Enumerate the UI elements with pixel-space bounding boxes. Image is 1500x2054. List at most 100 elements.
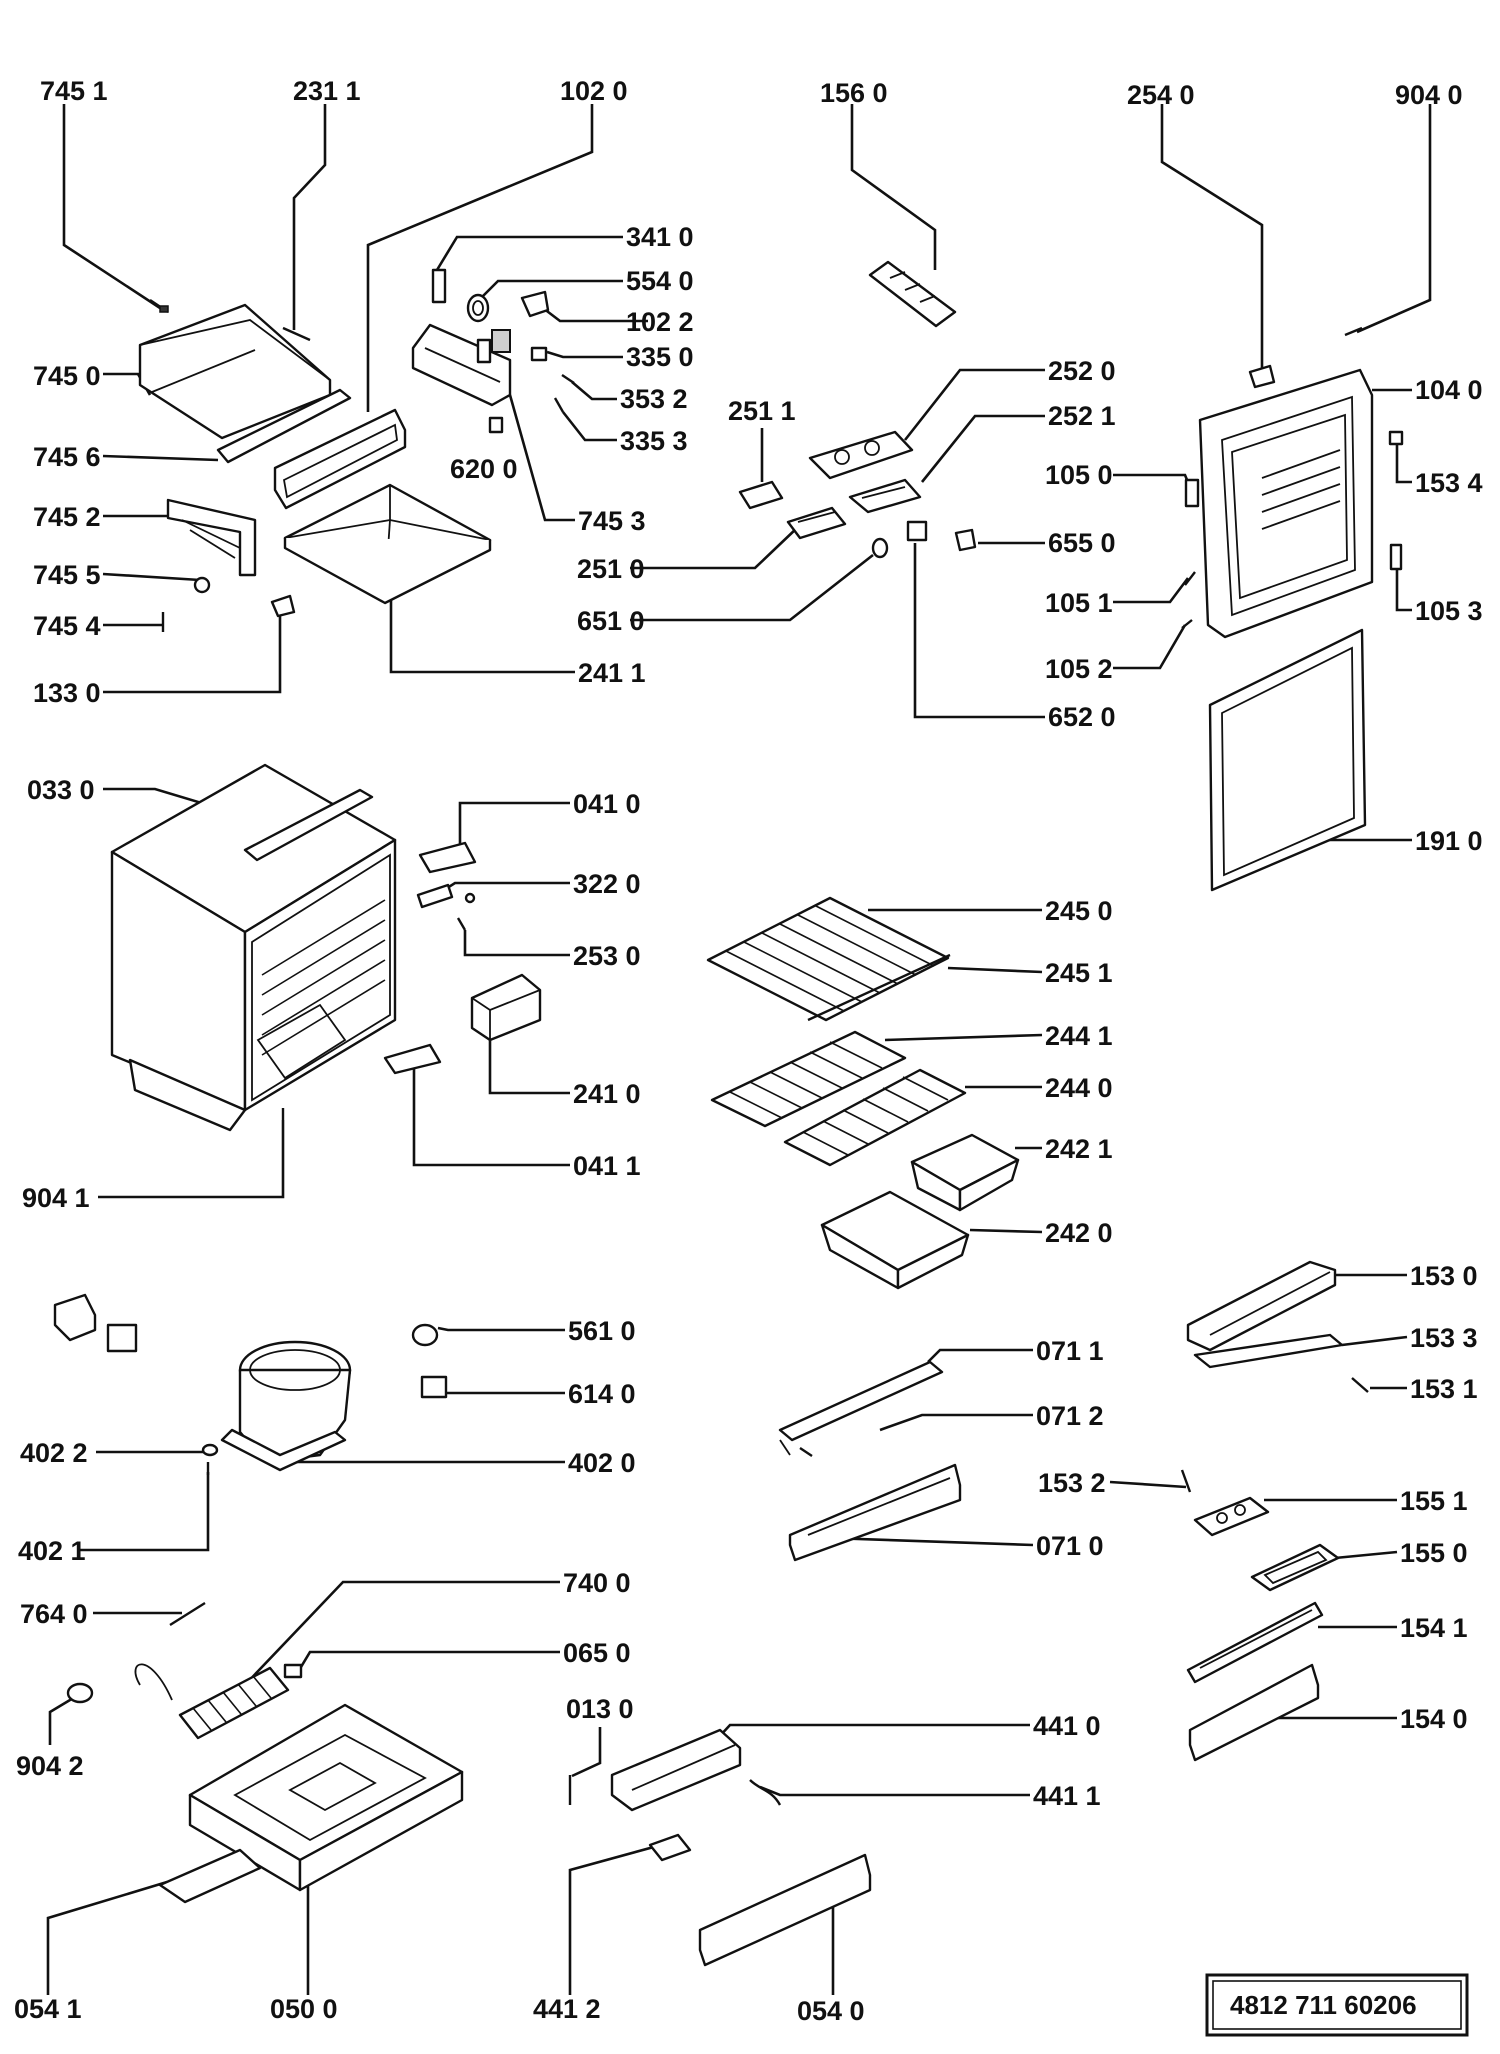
document-number-box: 4812 711 60206 — [1205, 1973, 1469, 2037]
parts — [53, 260, 1404, 1967]
callout-322-0: 322 0 — [573, 869, 641, 899]
callout-105-1: 105 1 — [1045, 588, 1113, 618]
leader-133-0 — [103, 612, 282, 694]
callout-245-0: 245 0 — [1045, 896, 1113, 926]
callout-241-1: 241 1 — [578, 658, 646, 688]
part-244-0-shelf — [783, 1068, 967, 1167]
leader-071-2 — [879, 1413, 1033, 1432]
callout-254-0: 254 0 — [1127, 80, 1195, 110]
callout-740-0: 740 0 — [563, 1568, 631, 1598]
leader-745-5 — [102, 572, 201, 582]
part-402-0-compressor — [220, 1340, 352, 1472]
part-335-3-piece — [553, 397, 565, 413]
part-745-2-bracket — [166, 498, 257, 577]
leader-153-2 — [1109, 1480, 1187, 1489]
callout-441-1: 441 1 — [1033, 1781, 1101, 1811]
callout-102-0: 102 0 — [560, 76, 628, 106]
callout-745-4: 745 4 — [33, 611, 101, 641]
part-245-0-shelf — [706, 896, 950, 1022]
callout-904-0: 904 0 — [1395, 80, 1463, 110]
leader-041-0 — [458, 801, 570, 848]
leader-402-1 — [80, 1472, 210, 1552]
callout-335-3: 335 3 — [620, 426, 688, 456]
part-554-0-coil — [466, 293, 490, 323]
part-652-0-socket — [906, 520, 928, 542]
callout-065-0: 065 0 — [563, 1638, 631, 1668]
callout-054-1: 054 1 — [14, 1994, 82, 2024]
part-335-0-piece — [530, 346, 548, 362]
leader-244-1 — [884, 1033, 1043, 1042]
callout-251-1: 251 1 — [728, 396, 796, 426]
part-154-0-plate — [1188, 1663, 1320, 1762]
document-number: 4812 711 60206 — [1230, 1990, 1417, 2020]
callout-labels: 745 1 231 1 102 0 156 0 254 0 904 0 341 … — [14, 76, 1483, 2026]
part-253-0-piece — [456, 917, 467, 931]
callout-153-4: 153 4 — [1415, 468, 1483, 498]
part-651-0-lamp — [871, 537, 889, 559]
part-231-1-pin — [282, 326, 311, 342]
callout-655-0: 655 0 — [1048, 528, 1116, 558]
callout-244-0: 244 0 — [1045, 1073, 1113, 1103]
callout-105-3: 105 3 — [1415, 596, 1483, 626]
callout-251-0: 251 0 — [577, 554, 645, 584]
callout-154-0: 154 0 — [1400, 1704, 1468, 1734]
callout-745-6: 745 6 — [33, 442, 101, 472]
leader-242-0 — [969, 1228, 1043, 1234]
part-105-3-piece — [1389, 543, 1403, 571]
callout-745-2: 745 2 — [33, 502, 101, 532]
part-353-2-piece — [561, 374, 575, 384]
callout-745-1: 745 1 — [40, 76, 108, 106]
part-402-2-grommet — [201, 1443, 219, 1457]
leader-156-0 — [850, 104, 937, 270]
leader-241-1 — [389, 592, 575, 674]
part-104-0-door — [1198, 368, 1374, 639]
callout-764-0: 764 0 — [20, 1599, 88, 1629]
callout-402-0: 402 0 — [568, 1448, 636, 1478]
callout-153-1: 153 1 — [1410, 1374, 1478, 1404]
part-153-1-clip — [1351, 1377, 1369, 1393]
leader-322-0 — [432, 881, 570, 899]
callout-441-2: 441 2 — [533, 1994, 601, 2024]
leader-740-0 — [241, 1580, 560, 1689]
part-322-0-piece — [416, 883, 476, 909]
callout-402-1: 402 1 — [18, 1536, 86, 1566]
part-904-2-clip — [66, 1682, 94, 1704]
callout-155-1: 155 1 — [1400, 1486, 1468, 1516]
part-071-0-rail — [788, 1463, 962, 1562]
part-105-1-piece — [1184, 571, 1196, 586]
leader-153-3 — [1341, 1335, 1408, 1347]
leader-353-2 — [571, 381, 617, 401]
part-241-1-tray — [283, 483, 492, 605]
callout-133-0: 133 0 — [33, 678, 101, 708]
part-054-1-panel — [158, 1848, 262, 1904]
part-251-0-plate — [786, 506, 847, 540]
part-065-0-piece — [283, 1663, 303, 1679]
part-245-1-rod — [807, 953, 951, 1022]
part-764-0-tube — [169, 1601, 206, 1627]
part-241-0-box — [470, 973, 542, 1042]
leader-335-0 — [546, 350, 623, 359]
leader-253-0 — [463, 930, 570, 957]
leader-441-0 — [717, 1723, 1030, 1739]
leader-252-1 — [920, 414, 1045, 483]
callout-153-0: 153 0 — [1410, 1261, 1478, 1291]
callout-252-0: 252 0 — [1048, 356, 1116, 386]
part-745-5-knob — [193, 576, 211, 594]
callout-441-0: 441 0 — [1033, 1711, 1101, 1741]
part-071-1-rail — [778, 1360, 944, 1442]
leader-561-0 — [437, 1326, 565, 1332]
part-561-0-piece — [411, 1323, 439, 1347]
callout-244-1: 244 1 — [1045, 1021, 1113, 1051]
callout-561-0: 561 0 — [568, 1316, 636, 1346]
callout-904-2: 904 2 — [16, 1751, 84, 1781]
part-041-0-hinge — [418, 841, 477, 874]
part-745-3-control-housing — [411, 323, 512, 407]
part-620-0-piece — [488, 416, 504, 434]
leader-105-3 — [1395, 565, 1412, 612]
part-745-6-strip — [216, 388, 352, 464]
callout-614-0: 614 0 — [568, 1379, 636, 1409]
leader-745-3 — [508, 394, 575, 522]
leader-231-1 — [292, 104, 327, 330]
